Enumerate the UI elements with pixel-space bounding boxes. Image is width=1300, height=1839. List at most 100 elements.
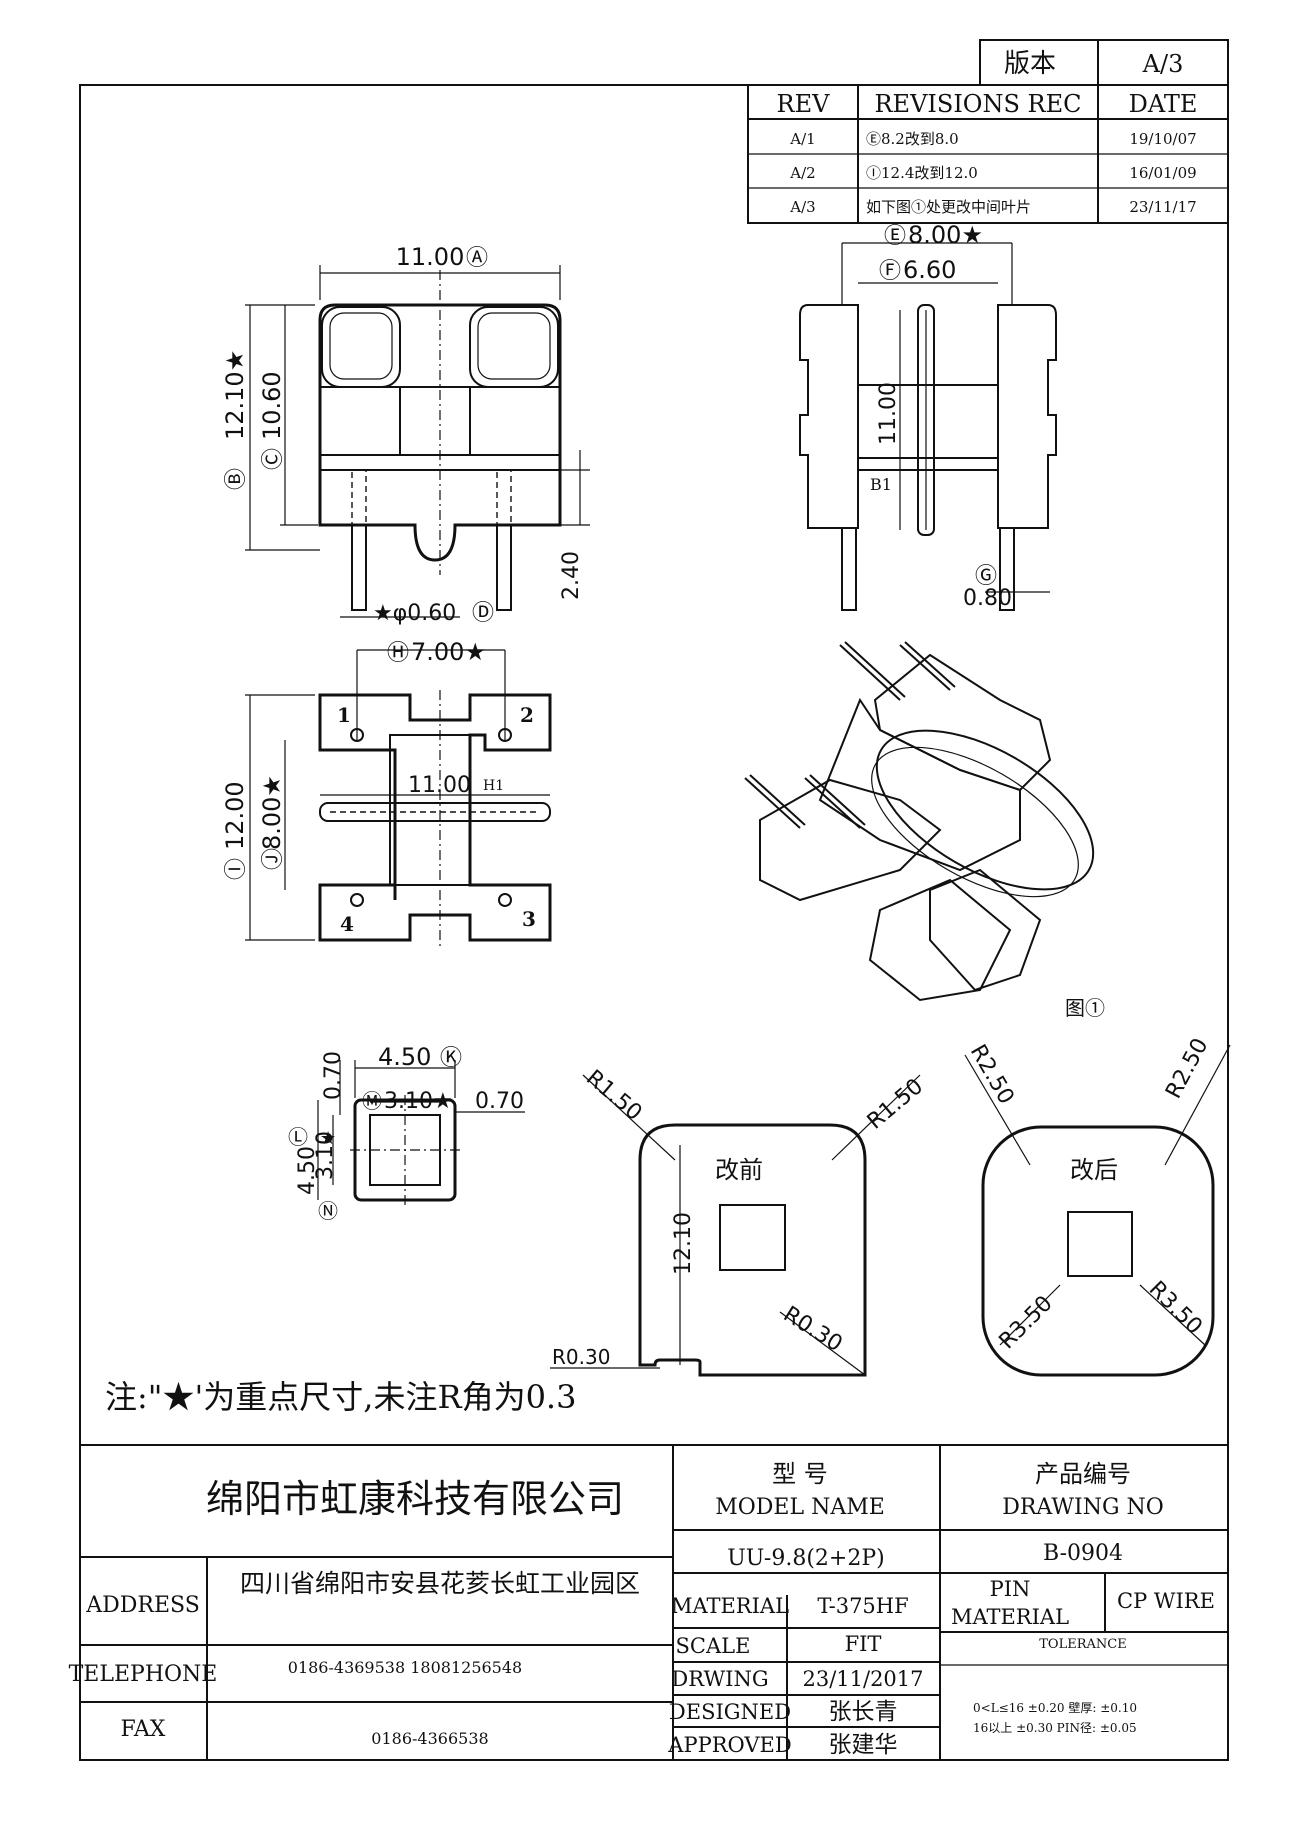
model-label-cn: 型 号 xyxy=(772,1460,828,1488)
dim-top-h: 7.00★ xyxy=(411,638,486,666)
tag-b1: B1 xyxy=(870,475,892,494)
fax-value: 0186-4366538 xyxy=(371,1729,488,1748)
dim-side-e: 8.00★ xyxy=(908,221,983,249)
dim-sec-n: 3.10 xyxy=(313,1131,338,1180)
rev-row-2-rev: A/2 xyxy=(789,164,815,182)
dim-sec-wall-top: 0.70 xyxy=(321,1051,346,1100)
star-l: ★ xyxy=(320,1128,336,1149)
tolerance-line-2: 16以上 ±0.30 PIN径: ±0.05 xyxy=(973,1721,1137,1735)
pin-label-1: 1 xyxy=(337,703,351,727)
approved-value: 张建华 xyxy=(829,1732,898,1758)
pin-label-3: 3 xyxy=(522,907,536,931)
figure-label: 图① xyxy=(1065,996,1105,1020)
version-label: 版本 xyxy=(1004,49,1056,79)
telephone-value: 0186-4369538 18081256548 xyxy=(288,1658,522,1677)
model-label-en: MODEL NAME xyxy=(715,1495,885,1520)
rev-row-1-date: 19/10/07 xyxy=(1129,130,1196,148)
tag-k: Ⓚ xyxy=(440,1046,462,1071)
rev-row-3-rev: A/3 xyxy=(789,198,815,216)
revisions-table: REV REVISIONS REC DATE A/1 Ⓔ8.2改到8.0 19/… xyxy=(747,84,1229,224)
after-shape: 改后 R2.50 R2.50 R3.50 R3.50 xyxy=(964,1034,1231,1377)
pin-material-label-2: MATERIAL xyxy=(951,1605,1069,1629)
tag-h: Ⓗ xyxy=(387,641,409,666)
before-shape: 改前 12.10 R1.50 R1.50 R0.30 R0.30 xyxy=(550,1065,928,1377)
scale-value: FIT xyxy=(845,1632,882,1656)
rev-row-2-date: 16/01/09 xyxy=(1129,164,1196,182)
tag-e: Ⓔ xyxy=(884,224,906,249)
before-label: 改前 xyxy=(715,1156,763,1184)
dim-after-r-br: R3.50 xyxy=(1144,1277,1207,1340)
drwing-value: 23/11/2017 xyxy=(802,1667,923,1691)
cross-section-view: 4.50 Ⓚ Ⓜ 3.10★ 0.70 0.70 Ⓛ ★ 4.50 3.10 Ⓝ xyxy=(288,1043,525,1223)
dim-sec-m: 3.10★ xyxy=(384,1089,453,1114)
side-view: Ⓔ 8.00★ Ⓕ 6.60 11.00 B1 Ⓖ 0.80 xyxy=(799,221,1057,611)
title-block: 绵阳市虹康科技有限公司 型 号 MODEL NAME 产品编号 DRAWING … xyxy=(69,1444,1228,1760)
rev-row-1-rev: A/1 xyxy=(789,130,815,148)
dim-side-g: 0.80 xyxy=(963,586,1012,611)
pin-label-4: 4 xyxy=(340,912,354,936)
dim-before-r-right: R1.50 xyxy=(863,1074,928,1134)
designed-value: 张长青 xyxy=(829,1699,898,1725)
tag-c: Ⓒ xyxy=(261,448,286,470)
dim-before-r-bottom: R0.30 xyxy=(552,1345,610,1369)
tag-l: Ⓛ xyxy=(288,1125,308,1149)
dim-front-width: 11.00 xyxy=(396,243,465,271)
drawing-frame xyxy=(79,84,1229,1761)
model-value: UU-9.8(2+2P) xyxy=(727,1546,885,1571)
approved-label: APPROVED xyxy=(667,1733,791,1757)
dim-top-i: 12.00 xyxy=(221,781,249,850)
dim-pin-length: 2.40 xyxy=(559,551,584,600)
dim-before-height: 12.10 xyxy=(671,1212,696,1275)
fax-label: FAX xyxy=(121,1717,166,1742)
dim-sec-wall-right: 0.70 xyxy=(475,1089,524,1114)
dim-top-j: 8.00★ xyxy=(258,775,286,850)
tolerance-line-1: 0<L≤16 ±0.20 壁厚: ±0.10 xyxy=(973,1700,1137,1715)
address-value: 四川省绵阳市安县花荄长虹工业园区 xyxy=(240,1569,640,1598)
material-value: T-375HF xyxy=(817,1594,908,1618)
tag-i: Ⓘ xyxy=(224,858,249,880)
rev-row-3-rec: 如下图①处更改中间叶片 xyxy=(866,198,1031,216)
date-header: DATE xyxy=(1129,90,1198,118)
tag-f: Ⓕ xyxy=(879,259,901,284)
drawing-label-cn: 产品编号 xyxy=(1035,1460,1131,1488)
dim-before-r-left: R1.50 xyxy=(581,1065,646,1125)
pin-material-label-1: PIN xyxy=(990,1577,1031,1601)
isometric-view: 图① xyxy=(744,641,1105,1020)
dim-side-height: 11.00 xyxy=(876,382,901,445)
rev-row-1-rec: Ⓔ8.2改到8.0 xyxy=(866,130,959,148)
drawing-label-en: DRAWING NO xyxy=(1002,1495,1164,1520)
dim-top-h1: 11.00 xyxy=(408,773,471,798)
after-label: 改后 xyxy=(1070,1156,1118,1184)
company-name: 绵阳市虹康科技有限公司 xyxy=(206,1477,624,1521)
tag-j: Ⓙ xyxy=(261,848,286,870)
rev-header: REV xyxy=(777,90,831,118)
telephone-label: TELEPHONE xyxy=(69,1662,218,1687)
tag-g: Ⓖ xyxy=(975,564,997,589)
top-view: Ⓗ 7.00★ 1 2 3 4 12.00 Ⓘ 8.00★ Ⓙ 11.00 H1 xyxy=(221,638,552,950)
tag-n: Ⓝ xyxy=(318,1199,338,1223)
version-box: 版本 A/3 xyxy=(979,39,1229,86)
dim-after-r-tr: R2.50 xyxy=(1161,1034,1213,1102)
material-label: MATERIAL xyxy=(671,1594,789,1618)
tag-d: Ⓓ xyxy=(472,601,494,626)
rev-row-3-date: 23/11/17 xyxy=(1129,198,1196,216)
drwing-label: DRWING xyxy=(671,1667,768,1691)
dim-before-r-inner: R0.30 xyxy=(779,1302,847,1357)
address-label: ADDRESS xyxy=(85,1593,200,1618)
pin-material-value: CP WIRE xyxy=(1117,1589,1215,1613)
dim-front-height-c: 10.60 xyxy=(258,371,286,440)
version-value: A/3 xyxy=(1142,50,1184,78)
dim-after-r-bl: R3.50 xyxy=(995,1291,1058,1354)
dim-sec-l: 4.50 xyxy=(295,1146,320,1195)
tag-b: Ⓑ xyxy=(224,468,249,490)
dim-pin-dia: ★φ0.60 xyxy=(373,601,456,626)
tolerance-label: TOLERANCE xyxy=(1039,1637,1126,1652)
drawing-value: B-0904 xyxy=(1043,1541,1123,1566)
scale-label: SCALE xyxy=(676,1634,751,1658)
dim-front-height-b: 12.10★ xyxy=(221,350,249,440)
dim-side-f: 6.60 xyxy=(903,256,956,284)
rev-row-2-rec: Ⓘ12.4改到12.0 xyxy=(866,164,978,182)
dim-after-r-tl: R2.50 xyxy=(965,1041,1019,1109)
designed-label: DESIGNED xyxy=(669,1700,791,1724)
